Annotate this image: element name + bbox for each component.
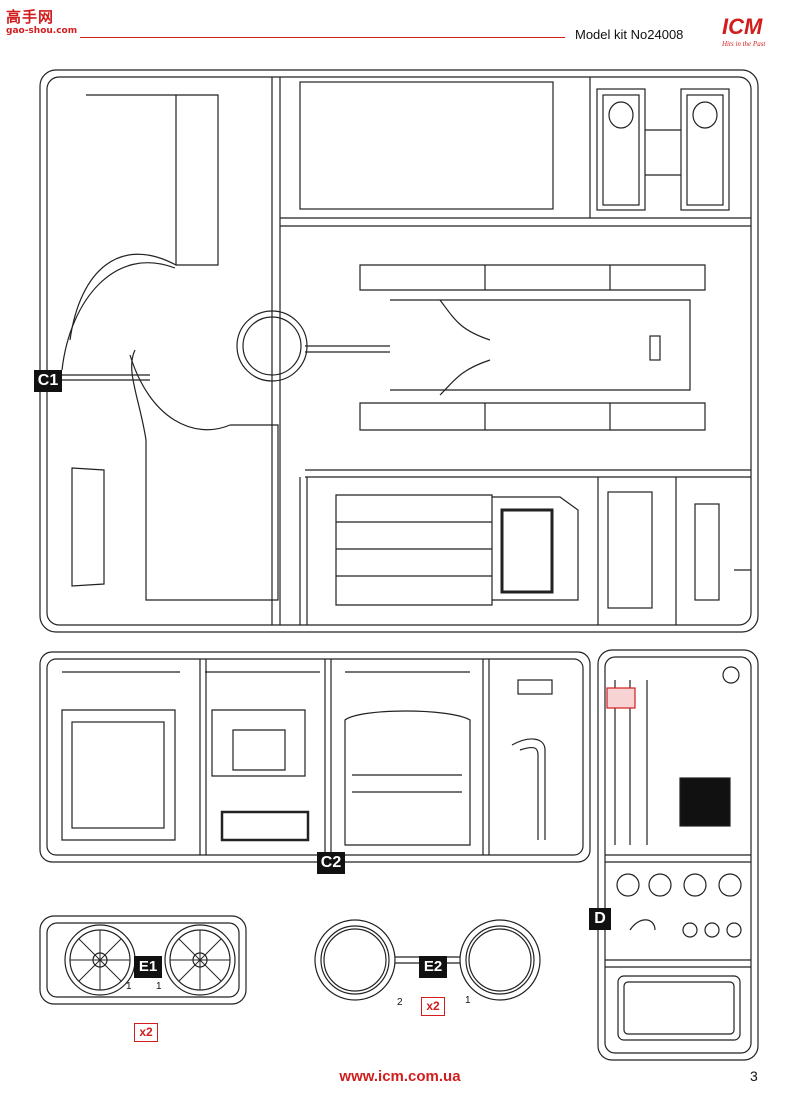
tire-right <box>459 919 541 1001</box>
quantity-badge-e1: x2 <box>134 1023 158 1042</box>
sprue-c2-frame <box>39 651 591 863</box>
part-number-e2-right: 1 <box>465 995 471 1006</box>
part-number-e2-left: 2 <box>397 997 403 1008</box>
sprue-c1-frame <box>39 69 759 633</box>
footer-url[interactable]: www.icm.com.ua <box>339 1068 461 1085</box>
part-number-e1-right: 1 <box>156 981 162 992</box>
sprue-label-c1: C1 <box>34 370 62 392</box>
sprue-d-frame <box>597 649 759 1061</box>
watermark-url: gao-shou.com <box>6 26 78 36</box>
wheel-right <box>164 924 236 996</box>
watermark-logo: 高手网 <box>6 8 55 26</box>
sprue-e1-frame <box>39 915 247 1005</box>
brand-tagline: Hits in the Past <box>722 40 766 48</box>
page-number: 3 <box>750 1068 758 1084</box>
sprue-label-e1: E1 <box>134 956 162 978</box>
sprue-label-e2: E2 <box>419 956 447 978</box>
header-rule <box>80 37 565 38</box>
header-title: Model kit No24008 <box>575 27 684 42</box>
sprue-label-c2: C2 <box>317 852 345 874</box>
part-number-e1-left: 1 <box>126 981 132 992</box>
quantity-badge-e2: x2 <box>421 997 445 1016</box>
brand-logo: ICM <box>722 14 763 39</box>
sprue-label-d: D <box>589 908 611 930</box>
tire-left <box>314 919 396 1001</box>
